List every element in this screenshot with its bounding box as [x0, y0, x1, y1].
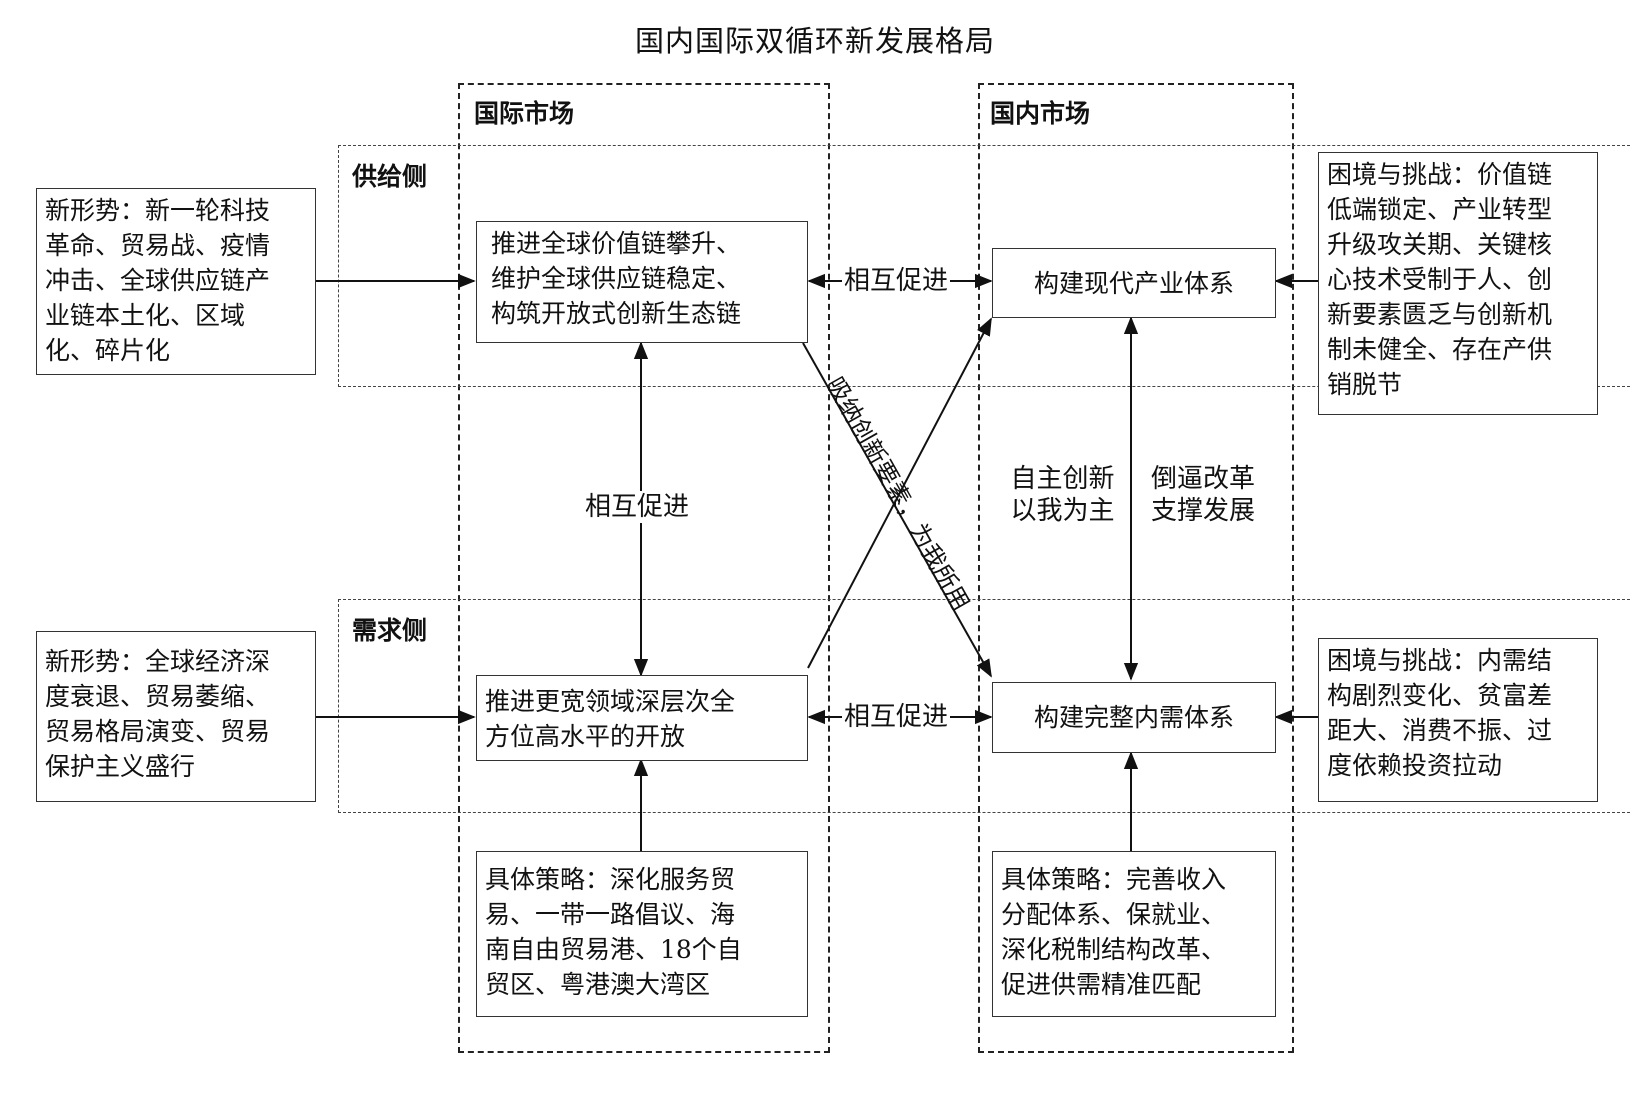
reform-driven-label: 倒逼改革 支撑发展	[1150, 464, 1255, 526]
demand-side-band	[338, 599, 1630, 813]
dom-demand-box: 构建完整内需体系	[992, 682, 1276, 753]
arrow-diagonal-up	[807, 317, 992, 669]
intl-strategy-box: 具体策略：深化服务贸 易、一带一路倡议、海 南自由贸易港、18个自 贸区、粤港澳…	[476, 851, 808, 1017]
left-demand-new-situation-box: 新形势：全球经济深 度衰退、贸易萎缩、 贸易格局演变、贸易 保护主义盛行	[36, 631, 316, 802]
dom-supply-box: 构建现代产业体系	[992, 248, 1276, 318]
domestic-market-heading: 国内市场	[990, 99, 1091, 128]
self-innovation-label: 自主创新 以我为主	[1010, 464, 1115, 526]
dom-strategy-box: 具体策略：完善收入 分配体系、保就业、 深化税制结构改革、 促进供需精准匹配	[992, 851, 1276, 1017]
diagonal-label: 吸纳创新要素，为我所用	[821, 372, 975, 616]
international-market-heading: 国际市场	[474, 99, 575, 128]
right-demand-challenge-box: 困境与挑战：内需结 构剧烈变化、贫富差 距大、消费不振、过 度依赖投资拉动	[1318, 638, 1598, 802]
arrow-diagonal-down	[802, 342, 992, 678]
intl-supply-box: 推进全球价值链攀升、 维护全球供应链稳定、 构筑开放式创新生态链	[476, 221, 808, 343]
mutual-promotion-label-top: 相互促进	[842, 265, 951, 297]
diagram-title: 国内国际双循环新发展格局	[634, 24, 995, 58]
supply-side-band	[338, 145, 1630, 387]
intl-demand-box: 推进更宽领域深层次全 方位高水平的开放	[476, 675, 808, 761]
mutual-promotion-label-bottom: 相互促进	[842, 701, 951, 733]
right-supply-challenge-box: 困境与挑战：价值链 低端锁定、产业转型 升级攻关期、关键核 心技术受制于人、创 …	[1318, 152, 1598, 415]
international-market-column	[458, 83, 830, 1053]
domestic-market-column	[978, 83, 1294, 1053]
left-supply-new-situation-box: 新形势：新一轮科技 革命、贸易战、疫情 冲击、全球供应链产 业链本土化、区域 化…	[36, 188, 316, 375]
supply-side-heading: 供给侧	[352, 162, 428, 191]
demand-side-heading: 需求侧	[352, 616, 428, 645]
mutual-promotion-label-middle: 相互促进	[583, 491, 692, 523]
